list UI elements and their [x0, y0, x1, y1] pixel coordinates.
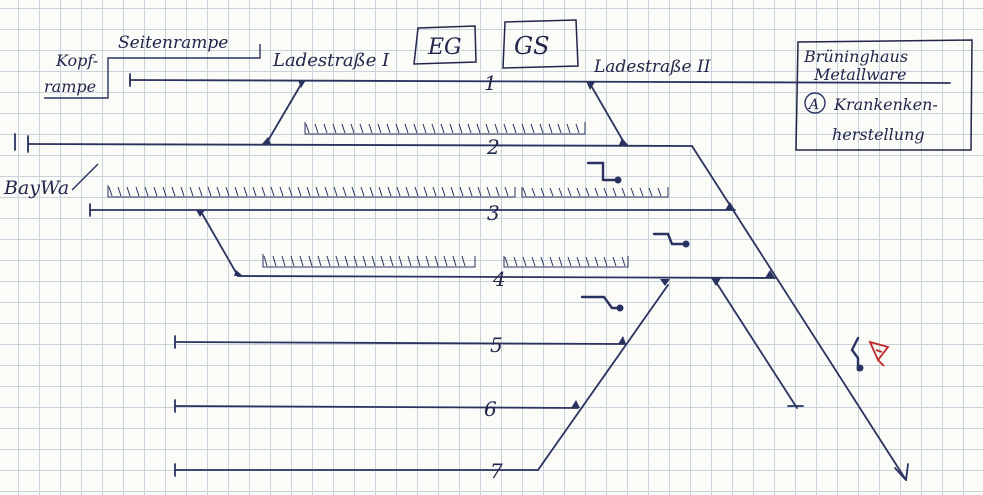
track-5-line [174, 341, 626, 345]
label-company-1: Brüninghaus [803, 47, 908, 66]
track-number-2: 2 [486, 135, 500, 159]
main-diagonal [691, 145, 907, 481]
label-kranken-1: Krankenken- [833, 95, 938, 114]
baywa-pointer [71, 163, 99, 191]
label-kopframpe-2: rampe [44, 77, 96, 96]
label-ladestrasse-2: Ladestraße II [593, 57, 711, 77]
platform-1-2-hatch [305, 123, 580, 134]
track-number-5: 5 [490, 333, 503, 357]
platform-hatching [107, 122, 669, 268]
point-1-right [586, 81, 595, 90]
signal-track-4 [580, 295, 624, 312]
red-signal-sign [868, 340, 890, 367]
kopframpe-outline [44, 44, 261, 99]
label-circle-a: A [807, 97, 819, 113]
switch-points [196, 80, 775, 408]
point-4-right [765, 270, 775, 278]
point-6 [571, 400, 580, 408]
switch-1-2-right [588, 81, 627, 147]
track-number-1: 1 [484, 71, 497, 95]
main-arrow-a [894, 467, 907, 481]
circle-a-icon [804, 92, 826, 114]
track-number-3: 3 [487, 201, 500, 225]
label-gs: GS [514, 32, 550, 60]
platform-4-right-hatch [504, 256, 626, 267]
eg-box [413, 25, 477, 65]
platform-4-left-hatch [263, 255, 466, 267]
track-1-line [129, 79, 951, 84]
platform-4-right [503, 256, 629, 268]
point-3-right [725, 202, 735, 210]
signal-track-3 [652, 232, 690, 248]
point-5 [618, 336, 626, 344]
switch-3-4-left [199, 209, 239, 277]
track-4-line [237, 275, 776, 279]
point-2-right [619, 138, 629, 146]
labels: Kopf- rampe Seitenrampe Ladestraße I EG … [3, 32, 938, 483]
point-2-left [262, 137, 271, 144]
track-2-line [27, 143, 693, 147]
platform-1-2 [304, 122, 586, 135]
switch-lines [199, 80, 909, 481]
company-box [795, 39, 973, 151]
point-4-fan [660, 279, 670, 286]
track-number-4: 4 [492, 267, 506, 291]
spur-diagonal [713, 278, 798, 409]
gs-box [502, 19, 579, 69]
fan-diagonal [537, 284, 669, 471]
signals [580, 161, 890, 372]
track-number-7: 7 [490, 459, 503, 483]
main-arrow-b [905, 463, 909, 481]
track-6-line [174, 405, 579, 409]
platform-3-right [521, 187, 669, 198]
label-seitenrampe: Seitenrampe [118, 33, 228, 53]
label-baywa: BayWa [3, 177, 69, 199]
point-3-left [196, 210, 205, 217]
platform-3-left-hatch [108, 186, 509, 197]
label-eg: EG [427, 35, 462, 60]
label-kopframpe-1: Kopf- [55, 51, 98, 70]
platform-3-left [107, 185, 516, 198]
switch-1-2-left [265, 80, 304, 145]
point-4-spur [711, 278, 721, 286]
label-ladestrasse-1: Ladestraße I [272, 50, 390, 71]
track-number-6: 6 [484, 397, 497, 421]
platform-4-left [262, 254, 476, 268]
track-lines [14, 73, 951, 477]
platform-3-right-hatch [522, 187, 662, 197]
label-kranken-2: herstellung [832, 125, 925, 144]
signal-main-line [850, 336, 890, 372]
point-4-left [234, 270, 243, 276]
signal-track-2 [586, 161, 622, 184]
point-1-left [298, 80, 306, 88]
label-company-2: Metallware [813, 65, 906, 84]
